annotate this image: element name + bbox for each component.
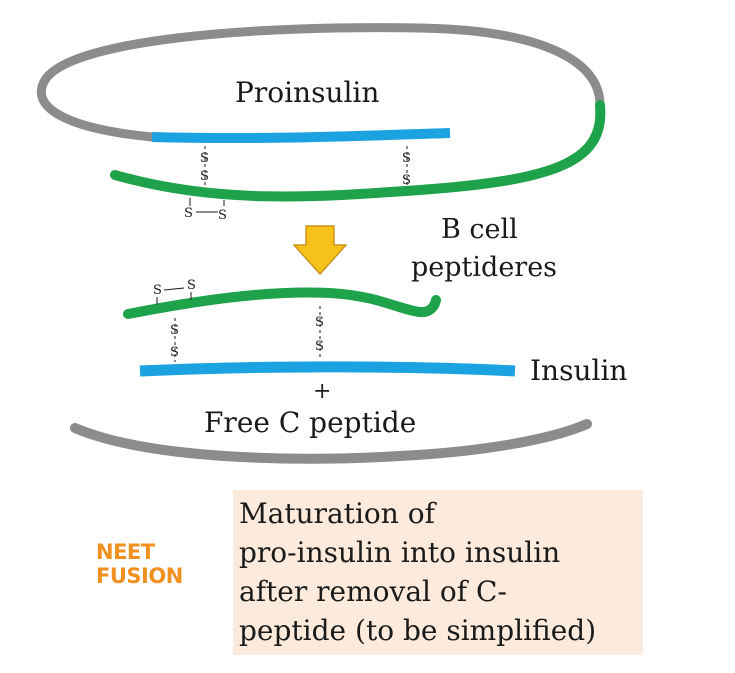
insulin-disulfide-bond-1: S S <box>170 318 179 362</box>
logo-line-fusion: FUSION <box>96 564 183 588</box>
caption-line: peptide (to be simplified) <box>239 614 597 647</box>
sulfur-label: S <box>153 283 162 298</box>
caption-line: after removal of C- <box>239 575 507 608</box>
sulfur-label: S <box>315 339 324 354</box>
sulfur-label: S <box>170 323 179 338</box>
neet-fusion-logo: NEET FUSION <box>96 540 183 588</box>
plus-label: + <box>313 379 331 404</box>
sulfur-label: S <box>315 315 324 330</box>
sulfur-label: S <box>402 151 411 166</box>
insulin-b-chain <box>139 361 516 377</box>
insulin-intrachain-disulfide: S S <box>153 278 196 305</box>
sulfur-label: S <box>184 206 193 221</box>
b-cell-label: B cell <box>441 214 518 245</box>
proinsulin-b-chain <box>151 128 451 144</box>
sulfur-label: S <box>200 169 209 184</box>
proinsulin-c-peptide-loop <box>36 23 605 142</box>
free-c-peptide-strand <box>70 419 592 464</box>
free-c-peptide-label: Free C peptide <box>204 406 416 439</box>
proinsulin-intrachain-disulfide: S S <box>184 198 227 223</box>
peptideres-label: peptideres <box>411 252 557 283</box>
down-arrow-icon <box>293 225 347 275</box>
caption-line: Maturation of <box>239 497 435 530</box>
sulfur-label: S <box>170 345 179 360</box>
proinsulin-label: Proinsulin <box>235 76 379 109</box>
insulin-disulfide-bond-2: S S <box>315 306 324 358</box>
proinsulin-disulfide-bond-1: S S <box>200 146 209 186</box>
sulfur-label: S <box>200 151 209 166</box>
caption-box: Maturation of pro-insulin into insulin a… <box>233 490 643 655</box>
proinsulin-disulfide-bond-2: S S <box>402 146 411 188</box>
sulfur-label: S <box>218 208 227 223</box>
insulin-a-chain <box>123 287 441 319</box>
logo-line-neet: NEET <box>96 540 155 564</box>
caption-line: pro-insulin into insulin <box>239 536 561 569</box>
sulfur-label: S <box>187 278 196 293</box>
sulfur-label: S <box>402 173 411 188</box>
insulin-label: Insulin <box>530 354 627 387</box>
proinsulin-a-chain <box>110 100 606 202</box>
